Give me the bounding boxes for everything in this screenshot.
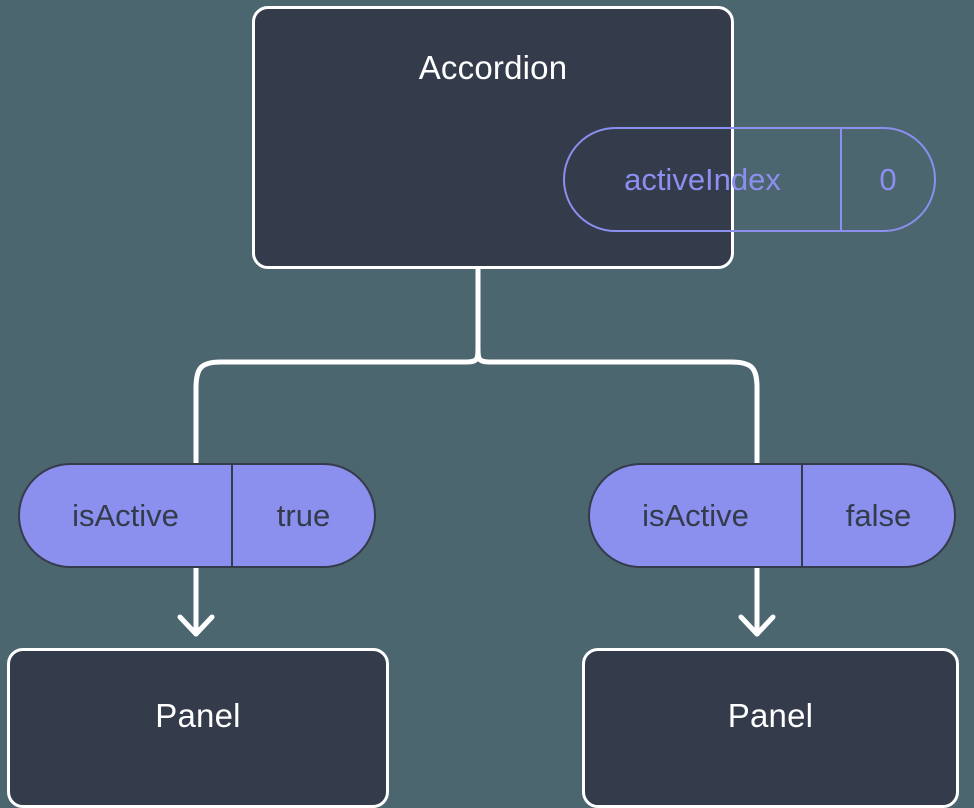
prop-value-is-active-left: true [276, 498, 331, 533]
branch-connector-path [475, 266, 760, 473]
prop-value-is-active-right: false [845, 498, 912, 533]
prop-badge-active-index[interactable]: activeIndex 0 [563, 127, 936, 232]
branch-connector-path-left [193, 342, 481, 473]
prop-key-active-index: activeIndex [565, 129, 842, 230]
arrow-head-right [738, 614, 776, 637]
prop-key-is-active-left: isActive [20, 465, 233, 566]
arrow-head-left [177, 614, 215, 637]
prop-key-is-active-right: isActive [590, 465, 803, 566]
prop-value-active-index: 0 [879, 162, 897, 197]
component-title-panel-left: Panel [155, 697, 241, 734]
component-title-panel-right: Panel [727, 697, 814, 734]
prop-badge-is-active-false[interactable]: isActive false [588, 463, 956, 568]
component-title-accordion: Accordion [418, 49, 568, 86]
component-node-accordion[interactable]: Accordion activeIndex 0 [252, 6, 936, 269]
prop-badge-is-active-true[interactable]: isActive true [18, 463, 376, 568]
diagram-canvas: Accordion activeIndex 0 isActive true is… [7, 6, 959, 808]
component-node-panel-right[interactable]: Panel [582, 648, 959, 808]
component-node-panel-left[interactable]: Panel [7, 648, 389, 808]
